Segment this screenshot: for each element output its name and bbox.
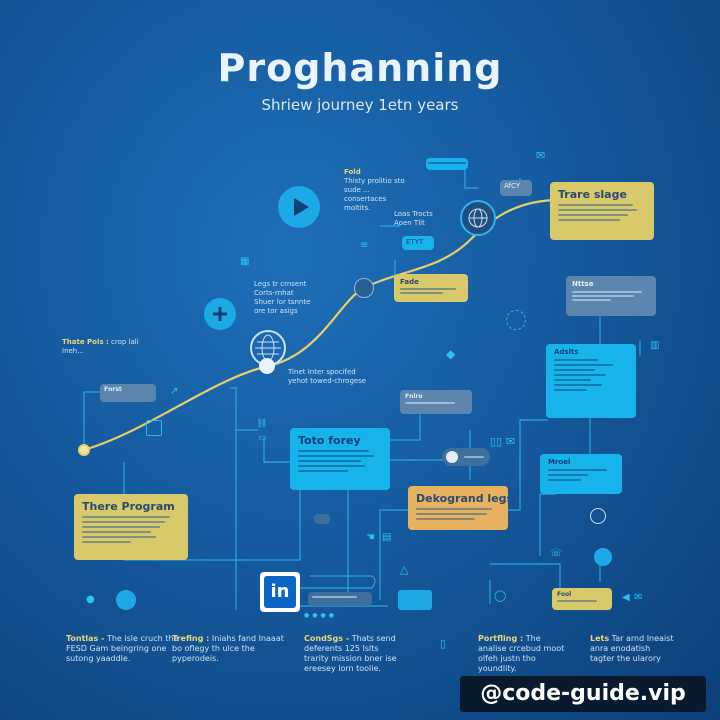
cursor-icon: ☚ — [366, 532, 375, 543]
bottom-col-4-text: The analise crcebud moot olfeh justn tho… — [478, 634, 565, 673]
card-orange: Dekogrand legs — [408, 486, 508, 530]
play-icon[interactable] — [278, 186, 320, 228]
ofm-icon: ◯ — [494, 589, 507, 602]
megaphone-icon: ◀ — [622, 592, 630, 603]
top-note-text: Thisty prolitio sto sude ... consertaces… — [344, 177, 405, 212]
card-tiny-yellow-title: Fool — [557, 591, 572, 598]
top-note-lead: Fold — [344, 168, 361, 176]
bottom-col-2-text: Iniahs fand Inaaat bo oflegy th ulce the… — [172, 634, 284, 663]
clock-icon — [590, 508, 606, 524]
mail-right-icon: ✉ — [634, 592, 643, 603]
bottom-col-3-lead: CondSgs - — [304, 634, 350, 643]
card-tiny-slate-2-title: Fnlro — [405, 393, 423, 400]
diamond-icon: ◆ — [446, 347, 456, 361]
doc-icon: ≡ — [360, 240, 369, 251]
card-orange-title: Dekogrand legs — [416, 492, 508, 505]
triangle-icon: △ — [400, 563, 409, 576]
bars-icon: ▥ — [650, 340, 660, 351]
book-icon: ▯▯ — [490, 435, 503, 448]
card-main-cyan: Toto forey — [290, 428, 390, 490]
path-node-lock — [259, 358, 275, 374]
bottom-col-4-lead: Portfling : — [478, 634, 524, 643]
bottom-col-3: CondSgs - Thats send deferents 125 Islts… — [304, 634, 400, 674]
left-note-text: crop lali Ineh... — [62, 338, 139, 355]
card-tiny-slate-1: Fnrst — [100, 384, 156, 402]
card-midyellow-title: Fade — [400, 278, 419, 286]
pill-control[interactable] — [442, 448, 490, 466]
path-node-right — [594, 548, 612, 566]
mail-icon: ✉ — [536, 149, 546, 162]
chart-icon: ↗ — [170, 386, 179, 397]
bottom-col-1: Tontlas - The isle cruch the FESD Gam be… — [66, 634, 184, 664]
doc-small-icon: ▤ — [382, 532, 392, 543]
plus-icon[interactable] — [204, 298, 236, 330]
watermark: @code-guide.vip — [460, 676, 706, 712]
card-small-cyan-title: Mroel — [548, 458, 571, 466]
globe-icon — [460, 200, 496, 236]
bottom-col-3-text: Thats send deferents 125 Islts trarity m… — [304, 634, 397, 673]
card-tiny-slate-2: Fnlro — [400, 390, 472, 414]
card-right-cyan-title: Adslts — [554, 348, 579, 356]
bottom-col-1-text: The isle cruch the FESD Gam beingring on… — [66, 634, 179, 663]
file-icon: ▯ — [440, 637, 447, 650]
card-three-stage: Trare slage — [550, 182, 654, 240]
left-note-lead: Thate Pols : — [62, 338, 109, 346]
card-three-stage-title: Trare slage — [558, 188, 627, 201]
left-note: Thate Pols : crop lali Ineh... — [62, 338, 162, 356]
bottom-col-1-lead: Tontlas - — [66, 634, 105, 643]
path-node-upper — [354, 278, 374, 298]
top-mini-tag — [426, 158, 468, 170]
card-main-cyan-title: Toto forey — [298, 434, 361, 447]
bottom-col-5: Lets Tar arnd Ineaist anra enodatish tag… — [590, 634, 676, 664]
path-tag-2: ETYT — [402, 236, 434, 250]
phone-icon: ☏ — [550, 548, 563, 559]
grid-icon: ▦ — [240, 256, 250, 267]
mini-chip — [314, 514, 330, 524]
user-node — [116, 590, 136, 610]
page-title: Proghanning — [217, 46, 503, 90]
screen-icon — [398, 590, 432, 610]
bottom-col-5-lead: Lets — [590, 634, 610, 643]
bottom-col-2-lead: Trefing : — [172, 634, 210, 643]
linkedin-bar — [308, 592, 372, 606]
bottom-col-2: Trefing : Iniahs fand Inaaat bo oflegy t… — [172, 634, 290, 664]
card-tiny-slate-1-title: Fnrst — [104, 386, 122, 393]
bottom-col-5-text: Tar arnd Ineaist anra enodatish tagter t… — [590, 634, 674, 663]
mail-outline-icon: ✉ — [506, 435, 516, 448]
card-tiny-yellow: Fool — [552, 588, 612, 610]
pin-icon: ● — [86, 594, 95, 605]
gear-icon — [506, 310, 526, 330]
card-right-slate-title: Nttse — [572, 280, 594, 288]
linkedin-label: in — [264, 576, 296, 608]
journey-path — [83, 198, 561, 452]
card-small-cyan: Mroel — [540, 454, 622, 494]
card-left-yellow-title: There Program — [82, 500, 175, 513]
link-icon: ⛓ — [256, 419, 268, 429]
card-midyellow: Fade — [394, 274, 468, 302]
page-subtitle: Shriew journey 1etn years — [261, 96, 459, 114]
top-note: Fold Thisty prolitio sto sude ... conser… — [344, 168, 414, 213]
calendar-icon — [146, 420, 162, 436]
dots-icon: ●●●● — [304, 612, 337, 619]
card-right-slate: Nttse — [566, 276, 656, 316]
small-tag-top: AfCY — [500, 180, 532, 196]
linkedin-icon[interactable]: in — [260, 572, 300, 612]
path-start-node — [78, 444, 90, 456]
bottom-col-4: Portfling : The analise crcebud moot olf… — [478, 634, 570, 674]
box-icon: ▭ — [258, 433, 267, 443]
card-left-yellow: There Program — [74, 494, 188, 560]
pill-toggle-knob — [446, 451, 458, 463]
card-right-cyan: Adslts — [546, 344, 636, 418]
